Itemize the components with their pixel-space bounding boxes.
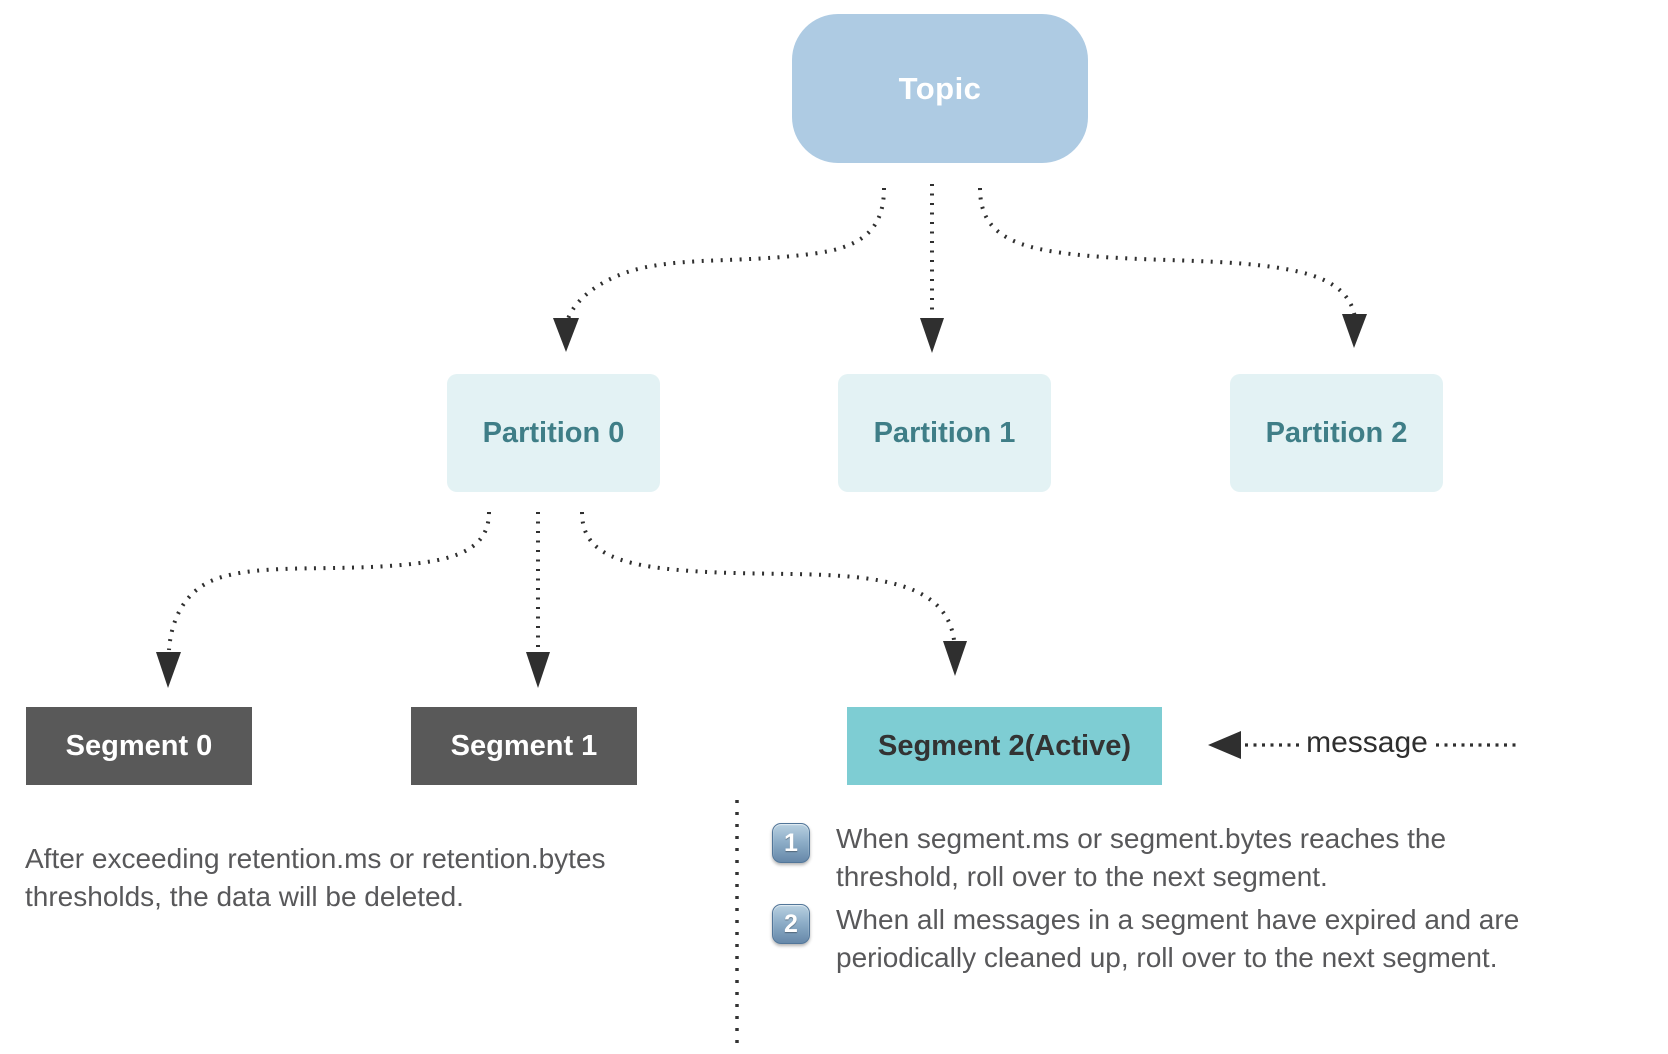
note-2: 2 When all messages in a segment have ex… <box>772 901 1519 977</box>
segment-2-label: Segment 2(Active) <box>877 729 1131 762</box>
segment-0-label: Segment 0 <box>65 729 213 762</box>
note-1: 1 When segment.ms or segment.bytes reach… <box>772 820 1446 896</box>
segment-1-label: Segment 1 <box>450 729 598 762</box>
message-arrowhead <box>1208 731 1241 759</box>
partition-0-label: Partition 0 <box>482 416 625 449</box>
arrowhead-partition1 <box>920 318 944 353</box>
arrowhead-segment1 <box>526 652 550 688</box>
connector-topic-partition0 <box>565 187 886 323</box>
segment-0-node: Segment 0 <box>26 707 252 785</box>
note-2-text: When all messages in a segment have expi… <box>836 904 1520 973</box>
keycap-1-icon: 1 <box>772 823 810 863</box>
topic-label: Topic <box>898 70 982 106</box>
keycap-2-icon: 2 <box>772 904 810 944</box>
partition-0-node: Partition 0 <box>447 374 660 492</box>
partition-1-label: Partition 1 <box>873 416 1016 449</box>
segment-2-active-node: Segment 2(Active) <box>847 707 1162 785</box>
topic-node: Topic <box>792 14 1088 163</box>
connector-partition0-segment2 <box>580 511 956 641</box>
arrowhead-partition0 <box>553 318 579 352</box>
segment-1-node: Segment 1 <box>411 707 637 785</box>
partition-2-node: Partition 2 <box>1230 374 1443 492</box>
message-label: message <box>1306 726 1428 759</box>
connector-partition0-segment0 <box>167 511 491 651</box>
partition-1-node: Partition 1 <box>838 374 1051 492</box>
arrowhead-partition2 <box>1342 314 1367 348</box>
partition-2-label: Partition 2 <box>1265 416 1408 449</box>
connector-topic-partition2 <box>978 187 1357 319</box>
arrowhead-segment0 <box>156 652 181 688</box>
arrowhead-segment2 <box>943 641 967 676</box>
retention-caption: After exceeding retention.ms or retentio… <box>25 843 606 912</box>
note-1-text: When segment.ms or segment.bytes reaches… <box>836 823 1447 892</box>
